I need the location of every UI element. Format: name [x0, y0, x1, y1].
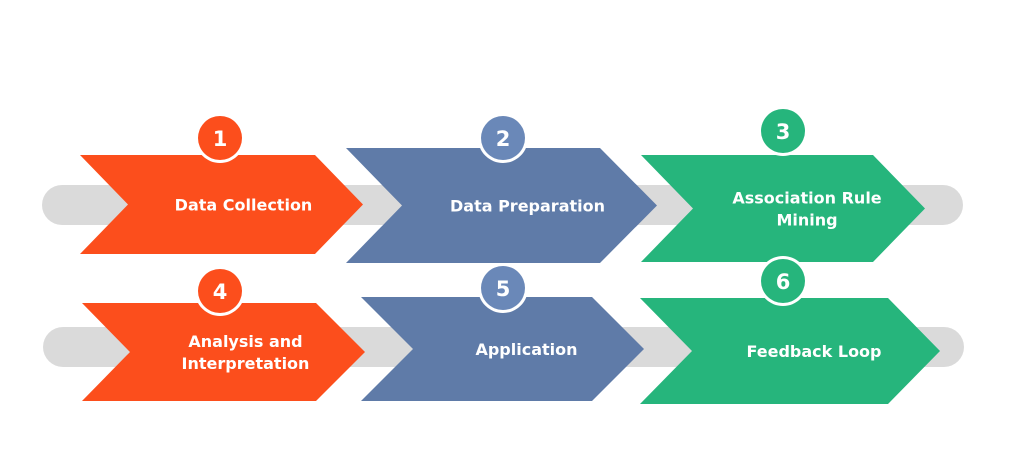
- chevron-arrow-shape: [80, 155, 363, 254]
- chevron-arrow-shape: [641, 155, 925, 262]
- badge-circle: [481, 116, 525, 160]
- step-number: 4: [213, 280, 228, 304]
- step-number: 3: [776, 120, 791, 144]
- step-label: Feedback Loop: [746, 342, 881, 361]
- badge-circle: [198, 269, 242, 313]
- step-label: Application: [475, 340, 577, 359]
- step-label: Analysis and: [188, 332, 302, 351]
- step-label: Data Preparation: [450, 197, 605, 216]
- badge-circle: [198, 116, 242, 160]
- step-number-badge: 3: [758, 106, 808, 156]
- step-arrows: Data Collection Data Preparation Associati…: [80, 148, 940, 404]
- step-number-badge: 5: [478, 263, 528, 313]
- step-number: 1: [213, 127, 228, 151]
- step-number: 6: [776, 270, 791, 294]
- chevron-arrow-shape: [82, 303, 365, 401]
- step-number-badge: 2: [478, 113, 528, 163]
- step-1: Data Collection: [80, 155, 363, 254]
- step-number: 2: [496, 127, 511, 151]
- badge-circle: [761, 259, 805, 303]
- chevron-arrow-shape: [346, 148, 657, 263]
- step-badges: 1 2 3 4 5 6: [195, 106, 808, 316]
- step-label: Mining: [776, 211, 837, 230]
- step-number-badge: 6: [758, 256, 808, 306]
- step-2: Data Preparation: [346, 148, 657, 263]
- step-label: Association Rule: [732, 189, 881, 208]
- chevron-arrow-shape: [640, 298, 940, 404]
- step-number-badge: 1: [195, 113, 245, 163]
- step-5: Application: [361, 297, 644, 401]
- step-label: Interpretation: [182, 354, 310, 373]
- step-label: Data Collection: [175, 196, 313, 215]
- step-number: 5: [496, 277, 511, 301]
- badge-circle: [761, 109, 805, 153]
- badge-circle: [481, 266, 525, 310]
- chevron-arrow-shape: [361, 297, 644, 401]
- step-number-badge: 4: [195, 266, 245, 316]
- step-6: Feedback Loop: [640, 298, 940, 404]
